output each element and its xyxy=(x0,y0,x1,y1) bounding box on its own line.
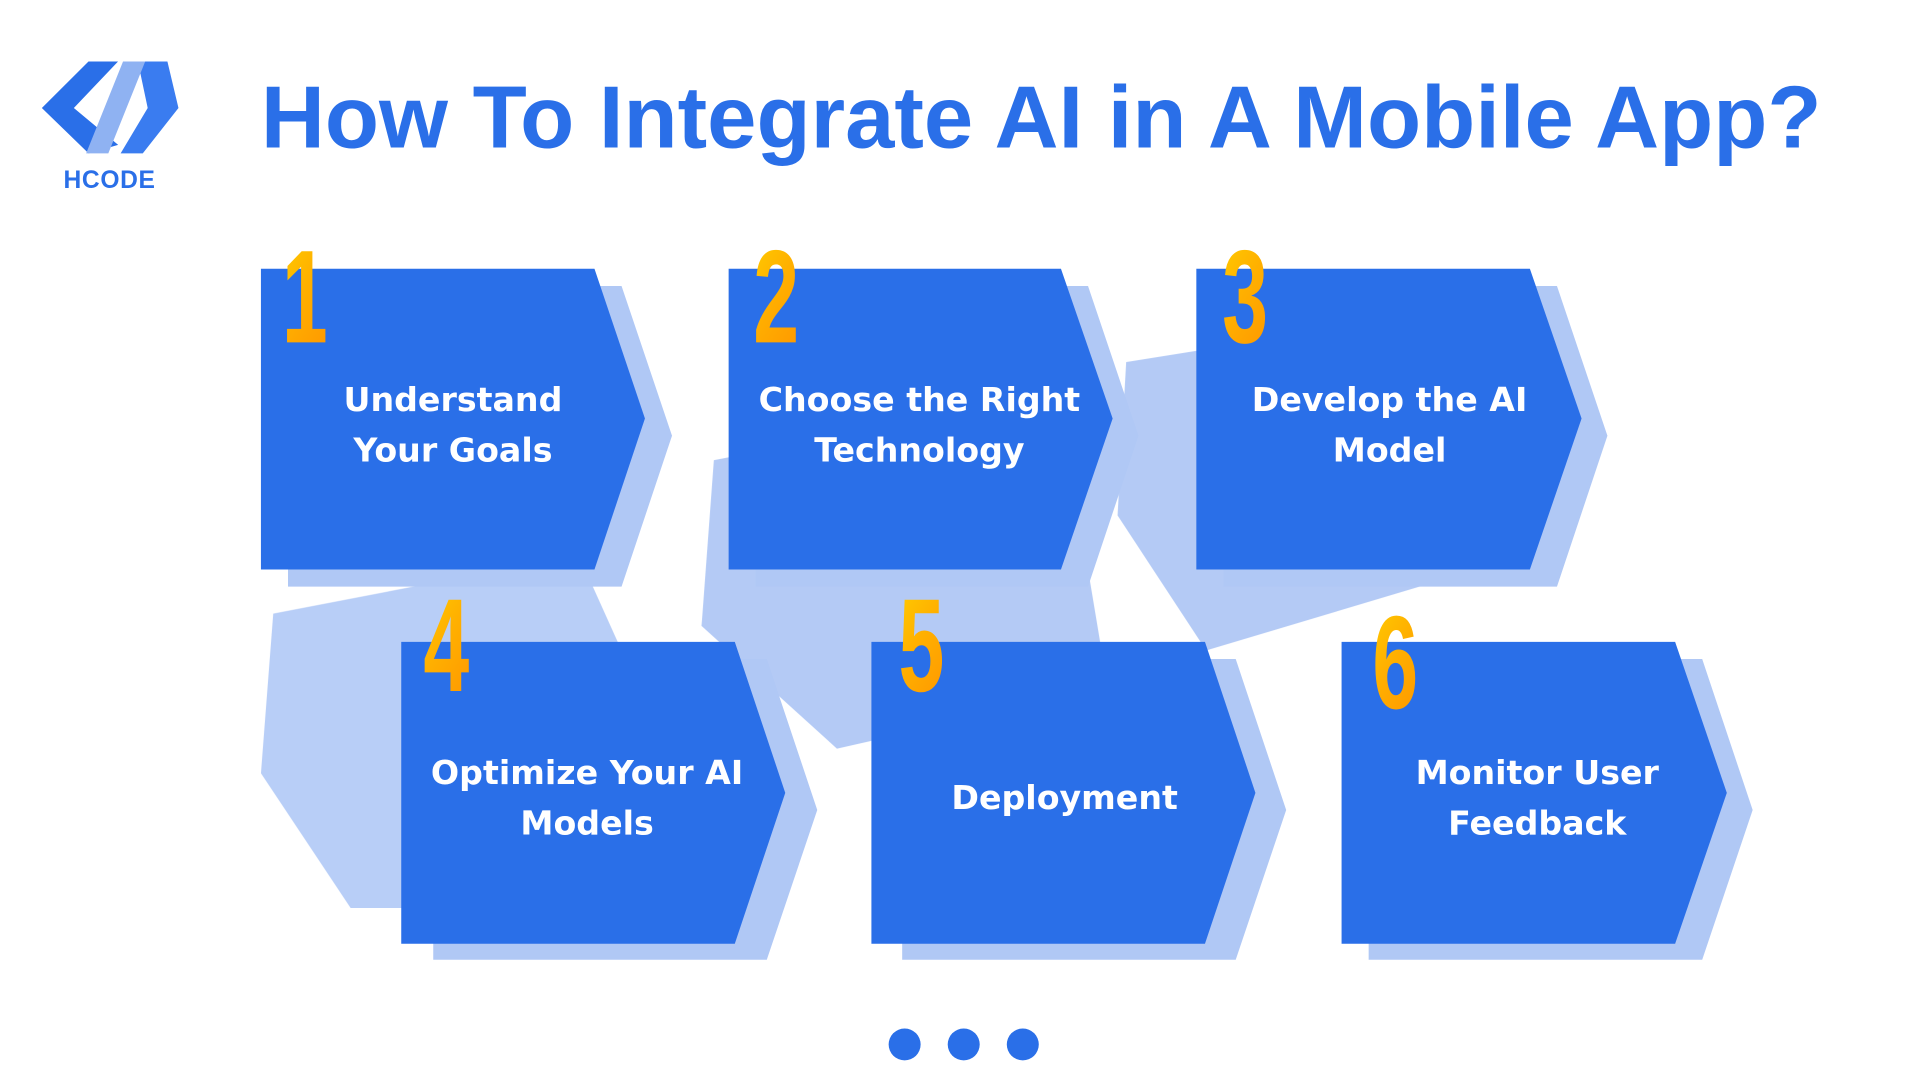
step-label-line: Deployment xyxy=(951,779,1178,818)
step-label-line: Your Goals xyxy=(353,432,553,471)
step-number-4: 4 xyxy=(423,570,470,720)
step-label-line: Models xyxy=(520,805,654,844)
brand-name: HCODE xyxy=(63,166,156,194)
step-card-6 xyxy=(1341,641,1727,944)
step-card-1 xyxy=(260,268,645,570)
step-card-2 xyxy=(728,268,1113,570)
step-card-5 xyxy=(871,641,1256,944)
step-number-5: 5 xyxy=(898,570,945,720)
step-card-4 xyxy=(401,641,786,944)
step-label-5: Deployment xyxy=(880,773,1249,823)
step-number-6: 6 xyxy=(1372,587,1419,737)
step-label-line: Model xyxy=(1332,432,1447,471)
page-title: How To Integrate AI in A Mobile App? xyxy=(260,68,1822,167)
step-label-line: Monitor User xyxy=(1415,754,1659,793)
code-brackets-icon xyxy=(41,61,179,154)
pagination-dot-1[interactable] xyxy=(888,1028,921,1061)
step-label-line: Optimize Your AI xyxy=(430,754,744,793)
cards xyxy=(260,268,1727,944)
step-label-line: Choose the Right xyxy=(758,381,1081,420)
step-label-line: Technology xyxy=(814,432,1025,471)
step-label-line: Understand xyxy=(343,381,563,420)
step-number-1: 1 xyxy=(281,222,328,371)
step-label-3: Develop the AI Model xyxy=(1205,376,1574,477)
pagination-dot-3[interactable] xyxy=(1006,1028,1039,1061)
step-label-1: Understand Your Goals xyxy=(268,376,637,477)
step-label-4: Optimize Your AI Models xyxy=(402,749,771,850)
pagination-dot-2[interactable] xyxy=(947,1028,980,1061)
step-label-6: Monitor User Feedback xyxy=(1353,749,1722,850)
step-label-line: Feedback xyxy=(1448,805,1627,844)
step-label-line: Develop the AI xyxy=(1251,381,1528,420)
step-card-3 xyxy=(1196,268,1582,570)
step-label-2: Choose the Right Technology xyxy=(735,376,1104,477)
step-number-3: 3 xyxy=(1222,222,1269,371)
step-number-2: 2 xyxy=(753,222,800,371)
